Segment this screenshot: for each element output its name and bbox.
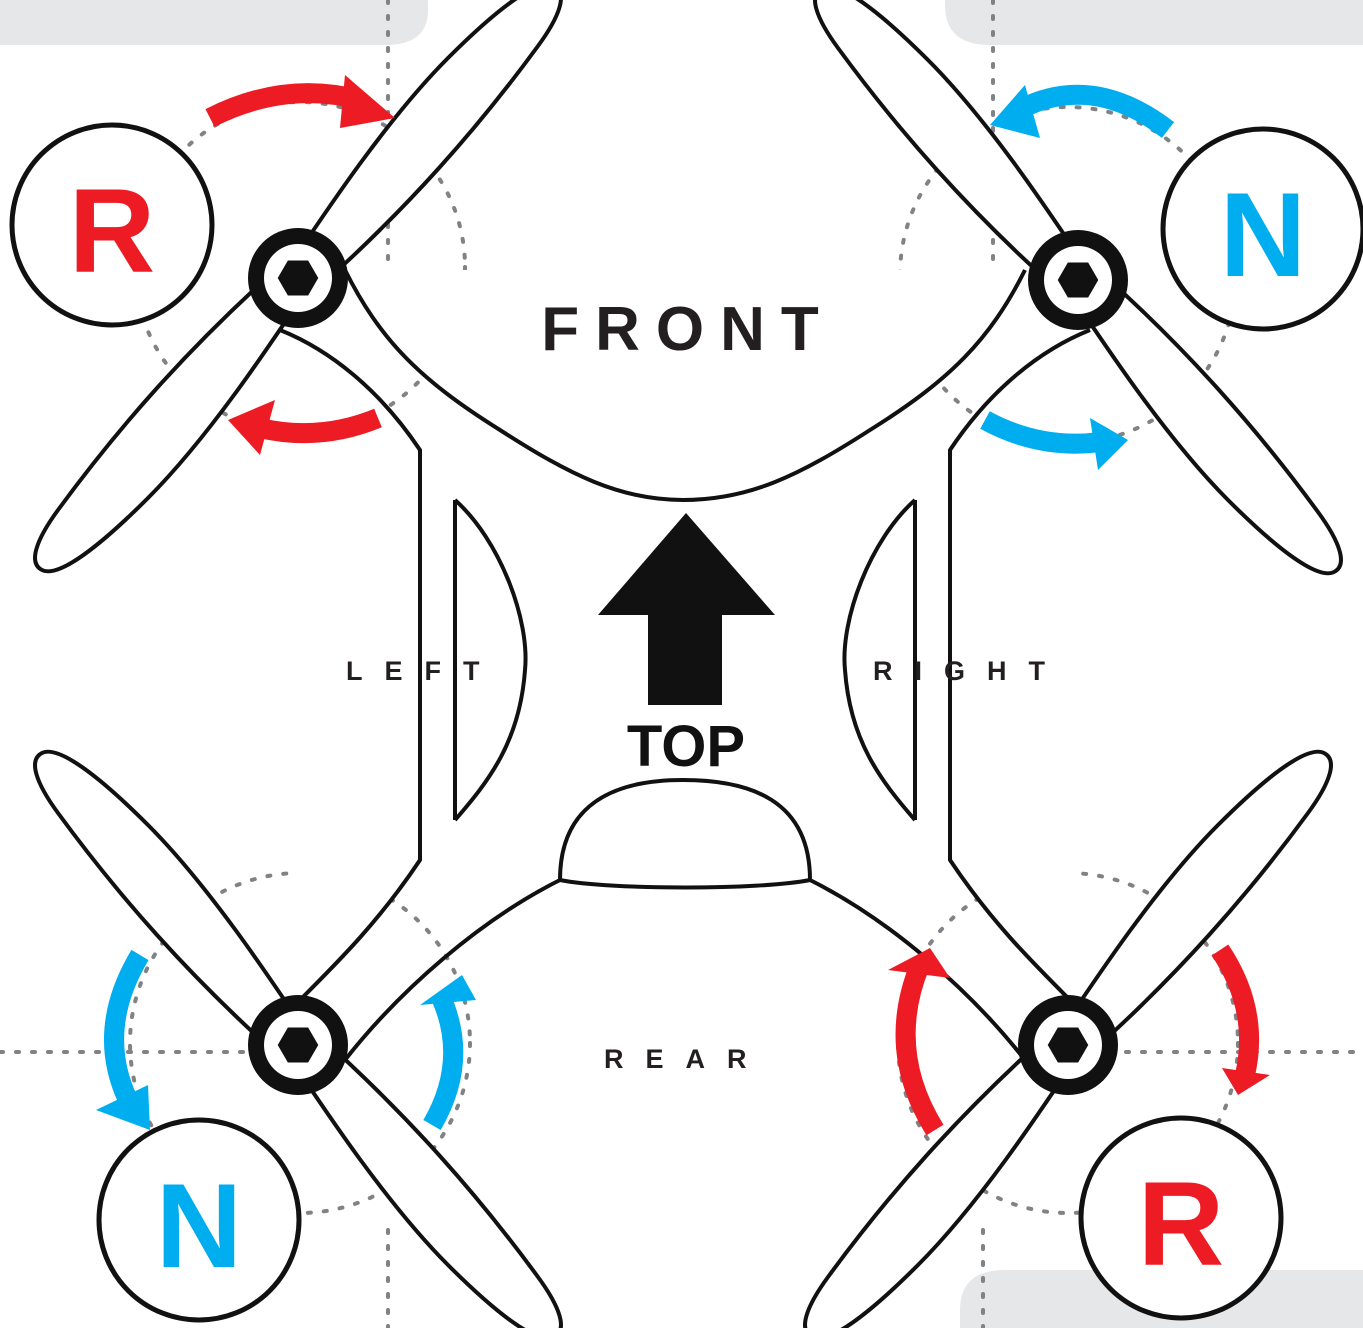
badge-front-right: N xyxy=(1160,126,1363,332)
rotation-arrow-icon xyxy=(980,411,1102,454)
drone-body xyxy=(279,269,1091,1062)
rotation-arrow-icon xyxy=(257,408,382,444)
rotation-arrow-icon xyxy=(1010,84,1175,138)
front-label: FRONT xyxy=(541,295,835,364)
badge-rear-left: N xyxy=(96,1117,302,1323)
propeller-front-right xyxy=(813,0,1343,576)
arrowhead-icon xyxy=(1090,418,1128,470)
propeller-front-left xyxy=(33,0,563,574)
arrowhead-icon xyxy=(990,85,1040,138)
rotation-arrows xyxy=(96,75,1270,1136)
badge-rear-right: R xyxy=(1078,1115,1284,1321)
rotation-arrow-icon xyxy=(104,949,149,1105)
badge-letter: N xyxy=(156,1159,243,1293)
arrowhead-icon xyxy=(228,400,275,455)
badge-letter: N xyxy=(1220,168,1307,302)
left-label: LEFT xyxy=(346,656,502,686)
arrowhead-icon xyxy=(1222,1068,1270,1095)
arrowhead-icon xyxy=(340,75,395,128)
rotation-arrow-icon xyxy=(205,83,363,127)
panel-top-left xyxy=(0,0,428,45)
top-label: TOP xyxy=(627,714,745,779)
badge-letter: R xyxy=(69,164,156,298)
rotation-arrow-icon xyxy=(1211,944,1260,1078)
arrowhead-icon xyxy=(888,948,950,978)
rear-label: REAR xyxy=(604,1044,769,1074)
badge-front-left: R xyxy=(9,122,215,328)
panel-top-right xyxy=(945,0,1363,45)
up-arrow-icon xyxy=(598,513,775,705)
rotation-arrow-icon xyxy=(895,961,944,1136)
badge-letter: R xyxy=(1138,1157,1225,1291)
propeller-rear-left xyxy=(33,749,563,1328)
rotation-arrow-icon xyxy=(423,990,464,1131)
arrowhead-icon xyxy=(420,975,476,1005)
right-label: RIGHT xyxy=(873,656,1067,686)
propeller-rear-right xyxy=(803,749,1333,1328)
arrowhead-icon xyxy=(96,1085,150,1130)
